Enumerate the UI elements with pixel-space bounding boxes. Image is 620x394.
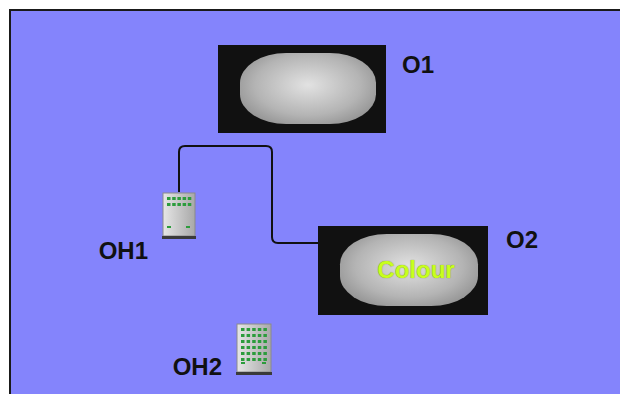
device-icon — [162, 192, 196, 240]
cable — [179, 146, 318, 243]
device-node: OH2 — [236, 323, 272, 376]
device-node: OH1 — [162, 192, 196, 240]
device-icon — [236, 323, 272, 376]
node-label: O1 — [402, 53, 434, 77]
background-panel: O1OH1ColourO2OH2 — [9, 9, 620, 394]
television-node: ColourO2 — [318, 226, 488, 315]
node-label: OH2 — [173, 355, 222, 379]
node-label: OH1 — [99, 239, 148, 263]
tv-screen: Colour — [340, 234, 478, 306]
node-label: O2 — [506, 228, 538, 252]
television-node: O1 — [218, 45, 386, 133]
tv-screen — [240, 53, 376, 124]
screen-text: Colour — [363, 256, 454, 284]
